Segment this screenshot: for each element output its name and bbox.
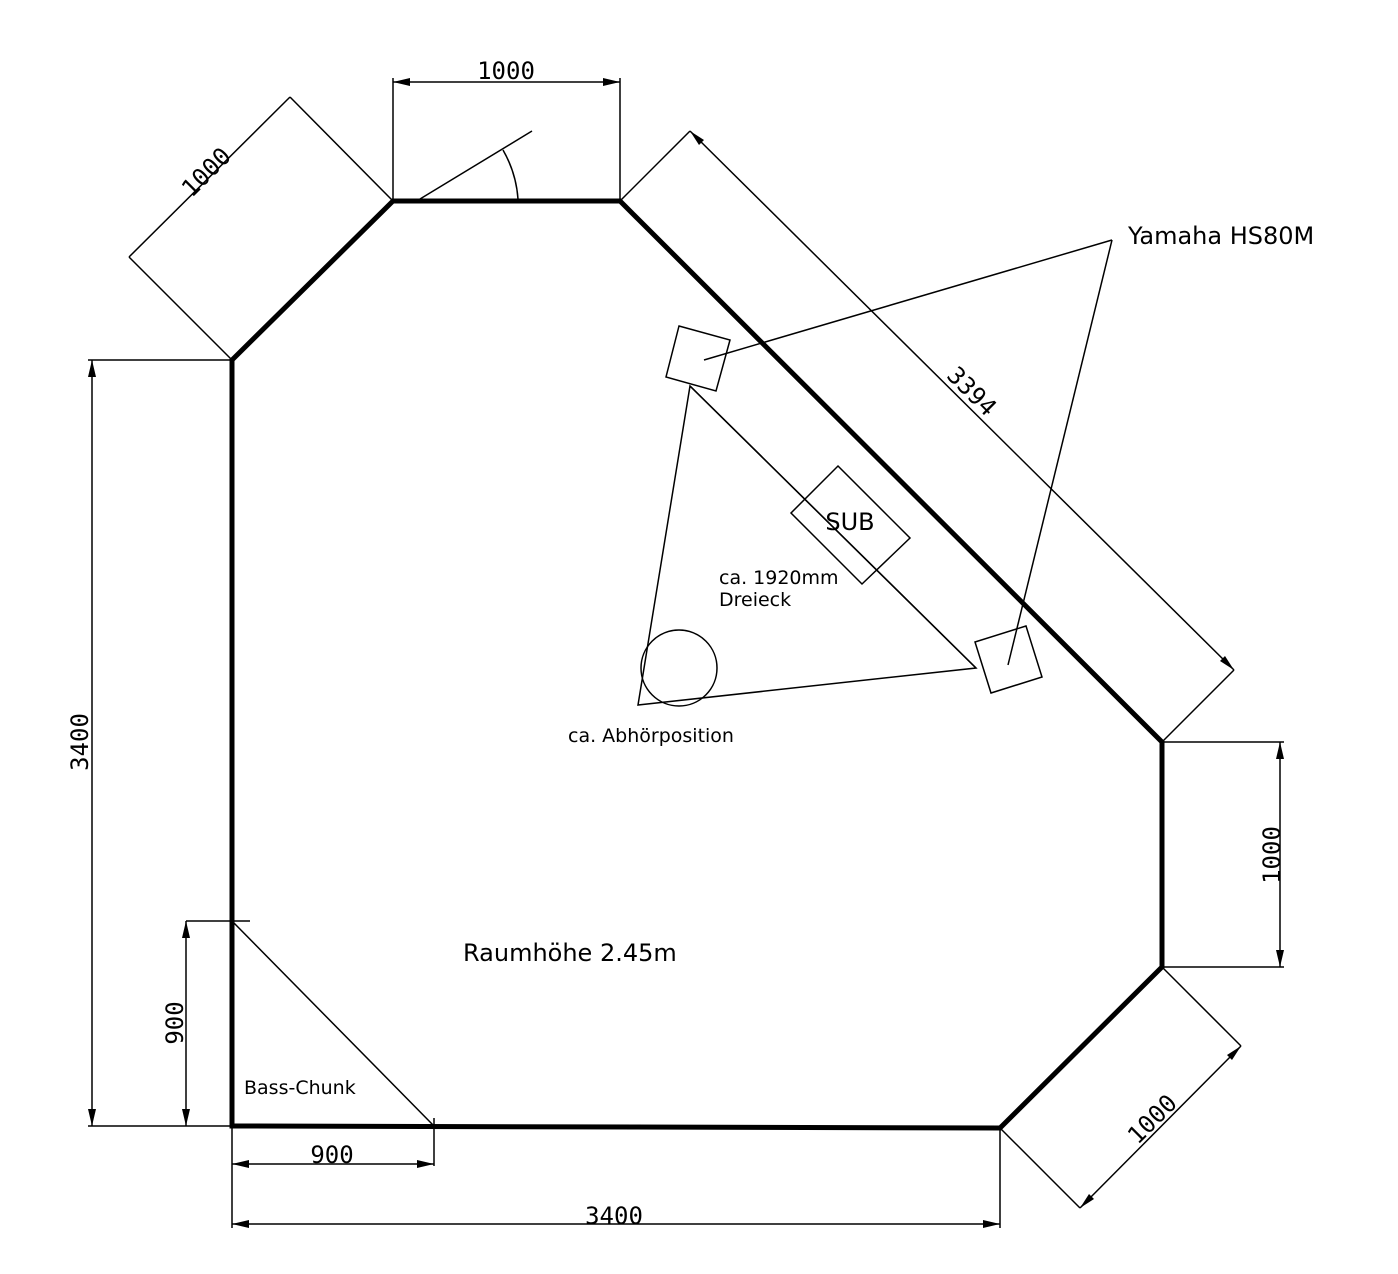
dimension-bottom-label: 3400 (585, 1202, 643, 1230)
dimension-left (88, 359, 232, 1127)
dimension-bass-chunk-width-label: 900 (310, 1141, 353, 1169)
dimension-top-left-diagonal (128, 96, 394, 361)
triangle-type-label: Dreieck (719, 589, 791, 611)
speaker-left (665, 325, 731, 392)
bass-chunk-diagonal (231, 920, 435, 1127)
speaker-callout-lines (703, 239, 1113, 666)
room-height-label: Raumhöhe 2.45m (463, 939, 677, 967)
dimension-bottom-right-diagonal (999, 966, 1242, 1209)
bass-chunk-label: Bass-Chunk (244, 1077, 356, 1099)
dimension-bass-chunk-height-label: 900 (161, 1001, 189, 1044)
speaker-axis-line (689, 385, 977, 669)
dimension-top-label: 1000 (477, 57, 535, 85)
room-outline (229, 198, 1165, 1131)
subwoofer-label: SUB (825, 508, 874, 536)
listening-triangle (637, 384, 978, 706)
dimension-right (1162, 741, 1284, 968)
dimension-bass-chunk-width (231, 1126, 434, 1228)
dimension-bottom (232, 1128, 1001, 1228)
dimension-top-left-diagonal-label: 1000 (176, 142, 237, 203)
dimension-right-label: 1000 (1258, 826, 1286, 884)
dimension-top (392, 78, 621, 201)
dimension-left-label: 3400 (66, 713, 94, 771)
subwoofer-box (789, 464, 912, 586)
dimension-diagonal-right-label: 3394 (941, 361, 1002, 422)
dimension-bass-chunk-height (182, 921, 190, 1126)
angle-indicator (419, 130, 533, 200)
speaker-right (974, 625, 1043, 694)
listening-position-label: ca. Abhörposition (568, 725, 734, 747)
dimension-bottom-right-diagonal-label: 1000 (1122, 1089, 1183, 1150)
triangle-size-label: ca. 1920mm (719, 567, 839, 589)
dimension-diagonal-right (619, 130, 1235, 743)
speaker-model-label: Yamaha HS80M (1127, 222, 1314, 250)
listening-position-circle (640, 629, 718, 707)
